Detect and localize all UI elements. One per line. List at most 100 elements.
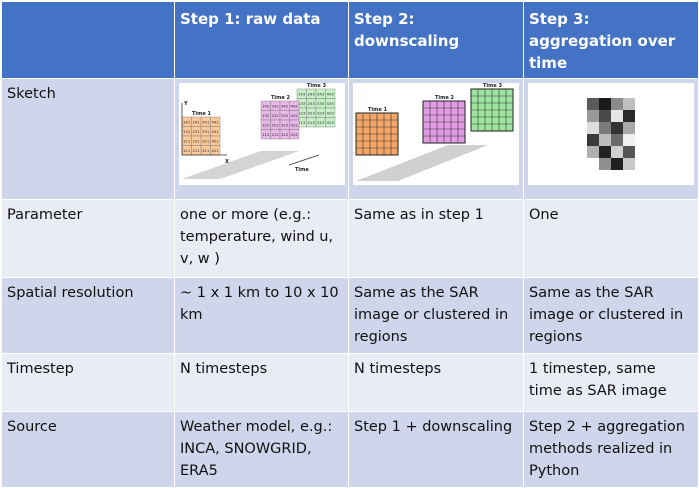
cell-value: 241 xyxy=(193,120,201,125)
cell-value: 422 xyxy=(291,123,299,128)
header-row: Step 1: raw data Step 2: downscaling Ste… xyxy=(1,1,699,79)
grid-cell xyxy=(325,117,336,128)
label-time3: Time 3 xyxy=(483,83,502,89)
header-step3: Step 3: aggregation over time xyxy=(523,1,699,79)
cell-value: 442 xyxy=(291,104,299,109)
cell-value: 433 xyxy=(327,101,335,106)
label-time2: Time 2 xyxy=(271,95,290,101)
cell-step3: Step 2 + aggregation methods realized in… xyxy=(523,411,699,488)
raster-cell xyxy=(587,110,599,122)
cell-step1: ~ 1 x 1 km to 10 x 10 km xyxy=(174,277,349,354)
row-label: Source xyxy=(1,411,175,488)
row-parameter: Parameter one or more (e.g.: temperature… xyxy=(1,199,699,278)
cell-value: 142 xyxy=(262,104,270,109)
cell-value: 323 xyxy=(317,111,325,116)
row-source: Source Weather model, e.g.: INCA, SNOWGR… xyxy=(1,411,699,488)
cell-value: 223 xyxy=(308,111,316,116)
cell-value: 443 xyxy=(327,92,335,97)
aggregated-grid-illustration xyxy=(528,83,694,185)
raster-cell xyxy=(611,134,623,146)
cell-value: 213 xyxy=(308,120,316,125)
cell-value: 412 xyxy=(291,132,299,137)
cell-value: 313 xyxy=(317,120,325,125)
cell-step1: N timesteps xyxy=(174,353,349,412)
raster-cell xyxy=(623,158,635,170)
axis-y-label: Y xyxy=(183,101,188,107)
cell-value: 322 xyxy=(281,123,289,128)
raster-cell xyxy=(599,98,611,110)
raster-cell xyxy=(623,98,635,110)
cell-value: 331 xyxy=(202,129,210,134)
cell-value: 232 xyxy=(272,113,280,118)
cell-value: 221 xyxy=(193,139,201,144)
grid-time3 xyxy=(470,88,514,132)
cell-value: 132 xyxy=(262,113,270,118)
base-slab xyxy=(356,145,488,181)
raster-cell xyxy=(587,134,599,146)
cell-value: 231 xyxy=(193,129,201,134)
grid-time1 xyxy=(355,112,399,156)
raster-cell xyxy=(599,158,611,170)
row-timestep: Timestep N timesteps N timesteps 1 times… xyxy=(1,353,699,412)
cell-value: 233 xyxy=(308,101,316,106)
cell-value: 423 xyxy=(327,111,335,116)
axis-time-label: Time xyxy=(295,167,309,173)
raster-cell xyxy=(599,110,611,122)
cell-step2: Same as the SAR image or clustered in re… xyxy=(348,277,524,354)
cell-value: 243 xyxy=(308,92,316,97)
row-label: Spatial resolution xyxy=(1,277,175,354)
grid-time2 xyxy=(422,100,466,144)
cell-value: 342 xyxy=(281,104,289,109)
row-label: Parameter xyxy=(1,199,175,278)
cell-value: 141 xyxy=(183,120,191,125)
cell-value: 311 xyxy=(202,148,210,153)
raster-cell xyxy=(611,158,623,170)
cell-value: 113 xyxy=(298,120,306,125)
cell-value: 321 xyxy=(202,139,210,144)
cell-value: 122 xyxy=(262,123,270,128)
row-label: Sketch xyxy=(1,78,175,200)
cell-step3: Same as the SAR image or clustered in re… xyxy=(523,277,699,354)
raster-cell xyxy=(587,98,599,110)
raster-cell xyxy=(623,110,635,122)
raster-cell xyxy=(611,98,623,110)
cell-step1: Weather model, e.g.: INCA, SNOWGRID, ERA… xyxy=(174,411,349,488)
cell-value: 212 xyxy=(272,132,280,137)
row-spatial-resolution: Spatial resolution ~ 1 x 1 km to 10 x 10… xyxy=(1,277,699,354)
label-time3: Time 3 xyxy=(307,83,326,89)
cell-value: 421 xyxy=(212,139,220,144)
cell-value: 121 xyxy=(183,139,191,144)
cell-value: 123 xyxy=(298,111,306,116)
raster-cell xyxy=(623,134,635,146)
cell-value: 441 xyxy=(212,120,220,125)
raster-cell xyxy=(599,146,611,158)
raster-cell xyxy=(611,110,623,122)
row-label: Timestep xyxy=(1,353,175,412)
cell-value: 341 xyxy=(202,120,210,125)
raster-cell xyxy=(599,122,611,134)
raster-cell xyxy=(599,134,611,146)
cell-value: 431 xyxy=(212,129,220,134)
header-step1: Step 1: raw data xyxy=(174,1,349,79)
raster-cell xyxy=(587,122,599,134)
cell-step1: one or more (e.g.: temperature, wind u, … xyxy=(174,199,349,278)
label-time1: Time 1 xyxy=(368,107,387,113)
cell-step3: 1 timestep, same time as SAR image xyxy=(523,353,699,412)
cell-step2: N timesteps xyxy=(348,353,524,412)
cell-value: 211 xyxy=(193,148,201,153)
cell-value: 413 xyxy=(327,120,335,125)
cell-value: 332 xyxy=(281,113,289,118)
cell-step3: One xyxy=(523,199,699,278)
cell-value: 411 xyxy=(212,148,220,153)
header-empty xyxy=(1,1,175,79)
raster-cell xyxy=(611,146,623,158)
cell-value: 343 xyxy=(317,92,325,97)
cell-value: 312 xyxy=(281,132,289,137)
cell-value: 143 xyxy=(298,92,306,97)
